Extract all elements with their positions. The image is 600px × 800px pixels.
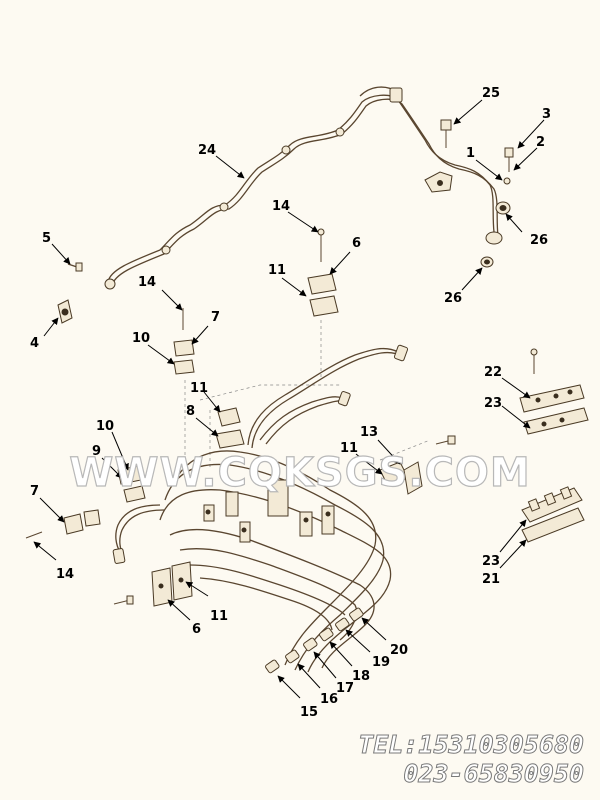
callout-19: 19	[372, 655, 390, 670]
callout-11-right: 11	[340, 441, 358, 456]
callout-13: 13	[360, 425, 378, 440]
callout-8: 8	[186, 404, 195, 419]
clamp-13-11	[379, 435, 456, 495]
fitting-4	[57, 299, 73, 324]
callout-2: 2	[536, 135, 545, 150]
callout-15: 15	[300, 705, 318, 720]
clamp-plate-21	[521, 507, 585, 543]
callout-26-lower: 26	[444, 291, 462, 306]
callout-18: 18	[352, 669, 370, 684]
callout-3: 3	[542, 107, 551, 122]
grommet-26	[480, 201, 511, 268]
callout-7-left: 7	[30, 484, 39, 499]
callout-10-left: 10	[96, 419, 114, 434]
callout-6-lower: 6	[192, 622, 201, 637]
callout-9: 9	[92, 444, 101, 459]
callout-14-left: 14	[138, 275, 156, 290]
callout-1: 1	[466, 146, 475, 161]
clamp-8-11	[215, 407, 245, 449]
callout-14-upper: 14	[272, 199, 290, 214]
clamp-plate-23-upper	[523, 407, 589, 435]
footer-phone: 023-65830950	[403, 759, 584, 788]
clamp-plate-22	[519, 348, 585, 413]
callout-leaders	[33, 99, 545, 699]
callout-26-right: 26	[530, 233, 548, 248]
callout-25: 25	[482, 86, 500, 101]
clamp-upper-center	[307, 228, 339, 317]
callout-7-upper: 7	[211, 310, 220, 325]
bolt-25	[440, 119, 452, 148]
bolt-3	[503, 147, 514, 185]
callout-22: 22	[484, 365, 502, 380]
footer-tel: TEL:15310305680	[358, 730, 584, 759]
mid-brackets	[203, 479, 335, 543]
clamp-7-10-left	[25, 509, 101, 539]
callout-labels: 1 2 3 4 5 6 6 7 7 8 9 10 10 11 11 11 11 …	[30, 86, 551, 720]
fuel-line-bundle	[112, 344, 409, 674]
guide-lines	[184, 320, 431, 470]
callout-11-mid: 11	[190, 381, 208, 396]
callout-20: 20	[390, 643, 408, 658]
callout-4: 4	[30, 336, 39, 351]
callout-11-upper: 11	[268, 263, 286, 278]
callout-23-lower: 23	[482, 554, 500, 569]
callout-17: 17	[336, 681, 354, 696]
fitting-5	[67, 262, 83, 272]
callout-21: 21	[482, 572, 500, 587]
callout-11-lower: 11	[210, 609, 228, 624]
callout-23-upper: 23	[484, 396, 502, 411]
clamp-plate-23-lower	[521, 486, 583, 523]
drain-manifold-24	[104, 86, 503, 290]
callout-10-upper: 10	[132, 331, 150, 346]
watermark-text: WWW.CQKSGS.COM	[69, 450, 530, 496]
callout-14-lower: 14	[56, 567, 74, 582]
callout-24: 24	[198, 143, 216, 158]
callout-16: 16	[320, 692, 338, 707]
clamp-6-11-lower	[113, 561, 193, 607]
clamp-upper-left	[173, 308, 195, 375]
callout-6-upper: 6	[352, 236, 361, 251]
callout-5: 5	[42, 231, 51, 246]
